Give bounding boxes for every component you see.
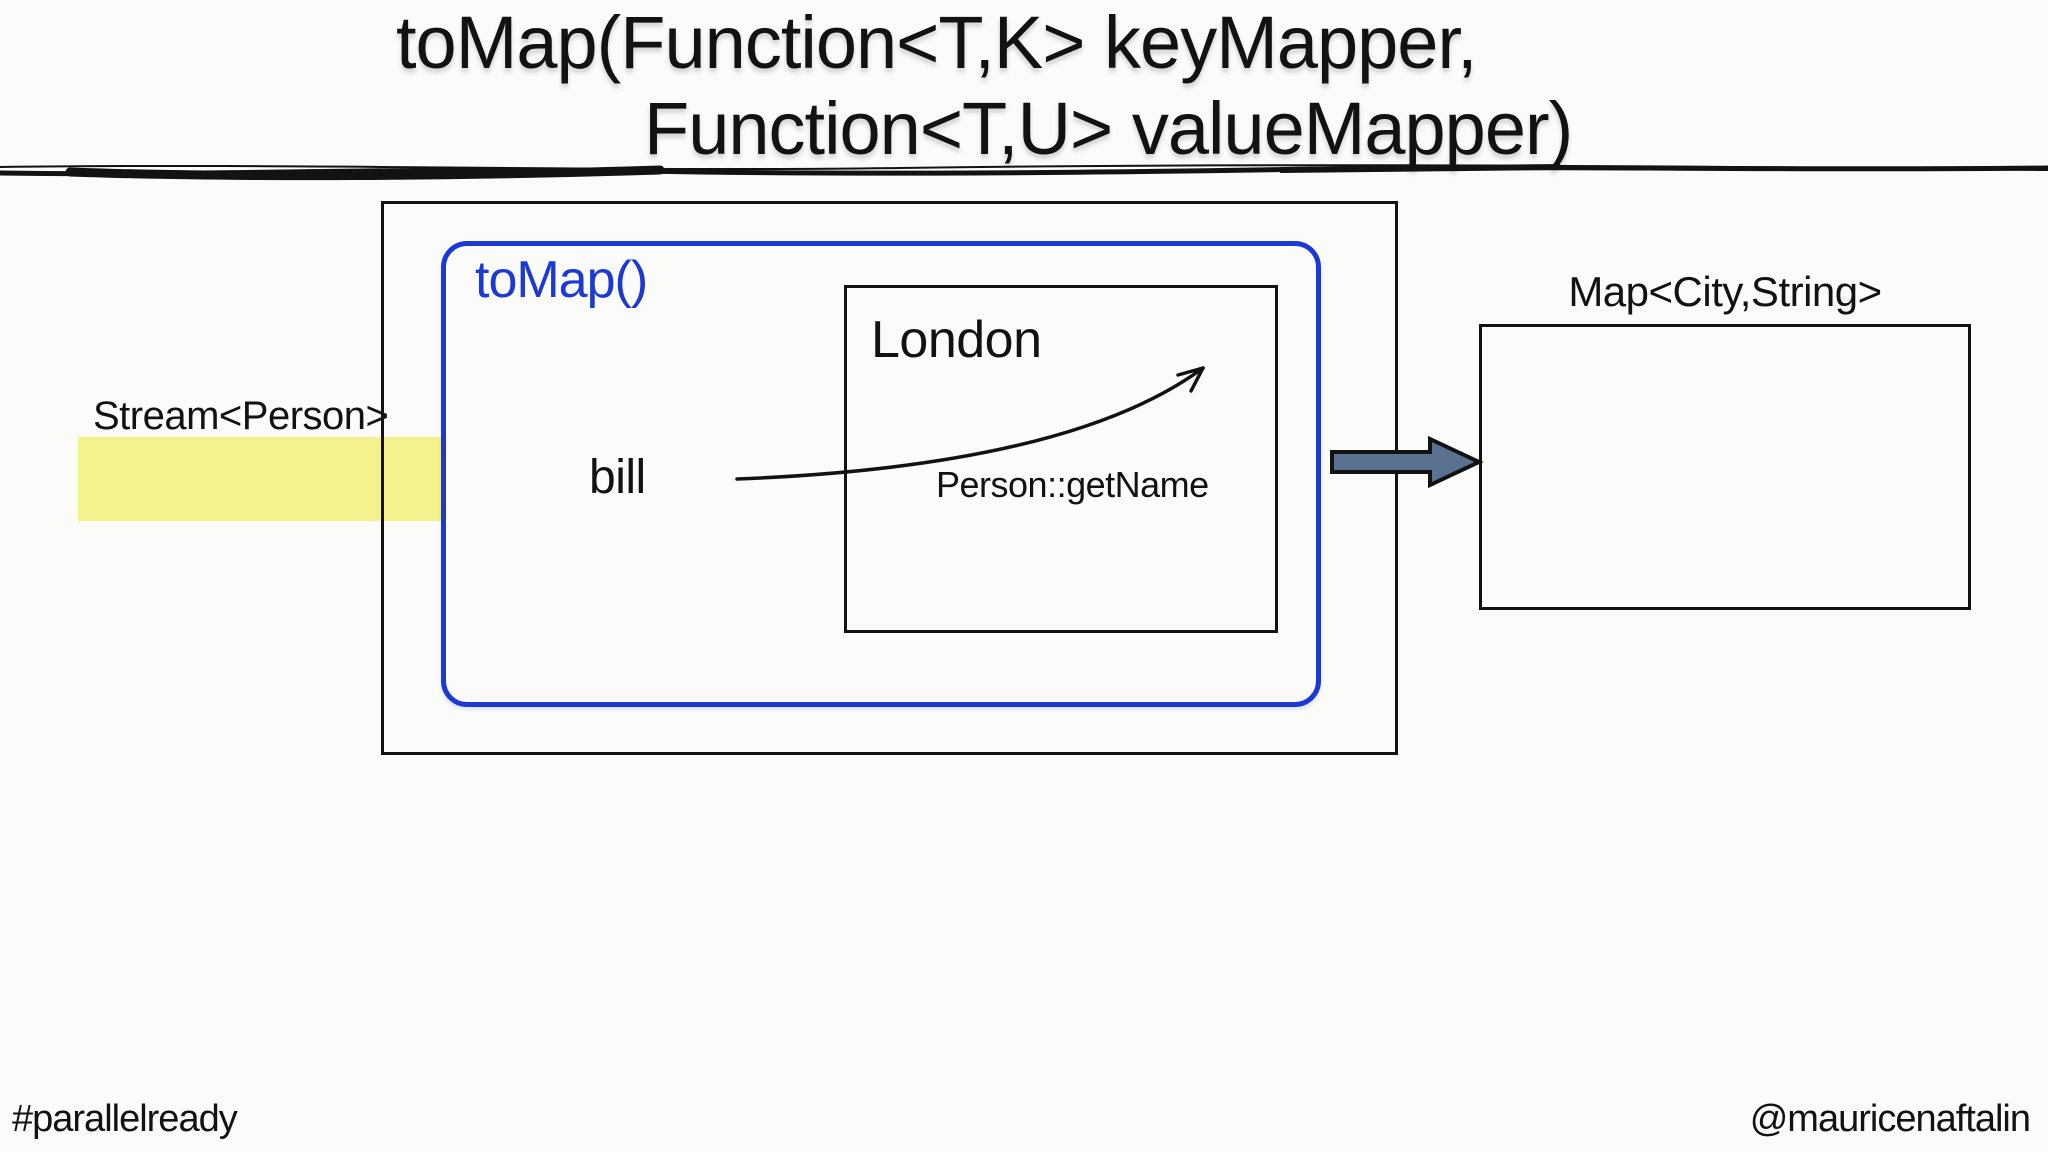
stream-type-label: Stream<Person> xyxy=(93,394,389,438)
result-map-type-label: Map<City,String> xyxy=(1568,268,1882,315)
slide-title-line-2: Function<T,U> valueMapper) xyxy=(644,87,1573,170)
city-key-label: London xyxy=(871,311,1042,369)
footer-twitter-handle: @mauricenaftalin xyxy=(1749,1098,2031,1140)
tomap-collector-label: toMap() xyxy=(475,251,648,309)
person-value-label: bill xyxy=(589,451,646,504)
footer-hashtag: #parallelready xyxy=(12,1098,238,1140)
tomap-collector-box xyxy=(441,241,1321,707)
slide-title-line-1: toMap(Function<T,K> keyMapper, xyxy=(396,1,1478,84)
method-reference-label: Person::getName xyxy=(936,464,1209,505)
result-map-box xyxy=(1479,324,1971,610)
